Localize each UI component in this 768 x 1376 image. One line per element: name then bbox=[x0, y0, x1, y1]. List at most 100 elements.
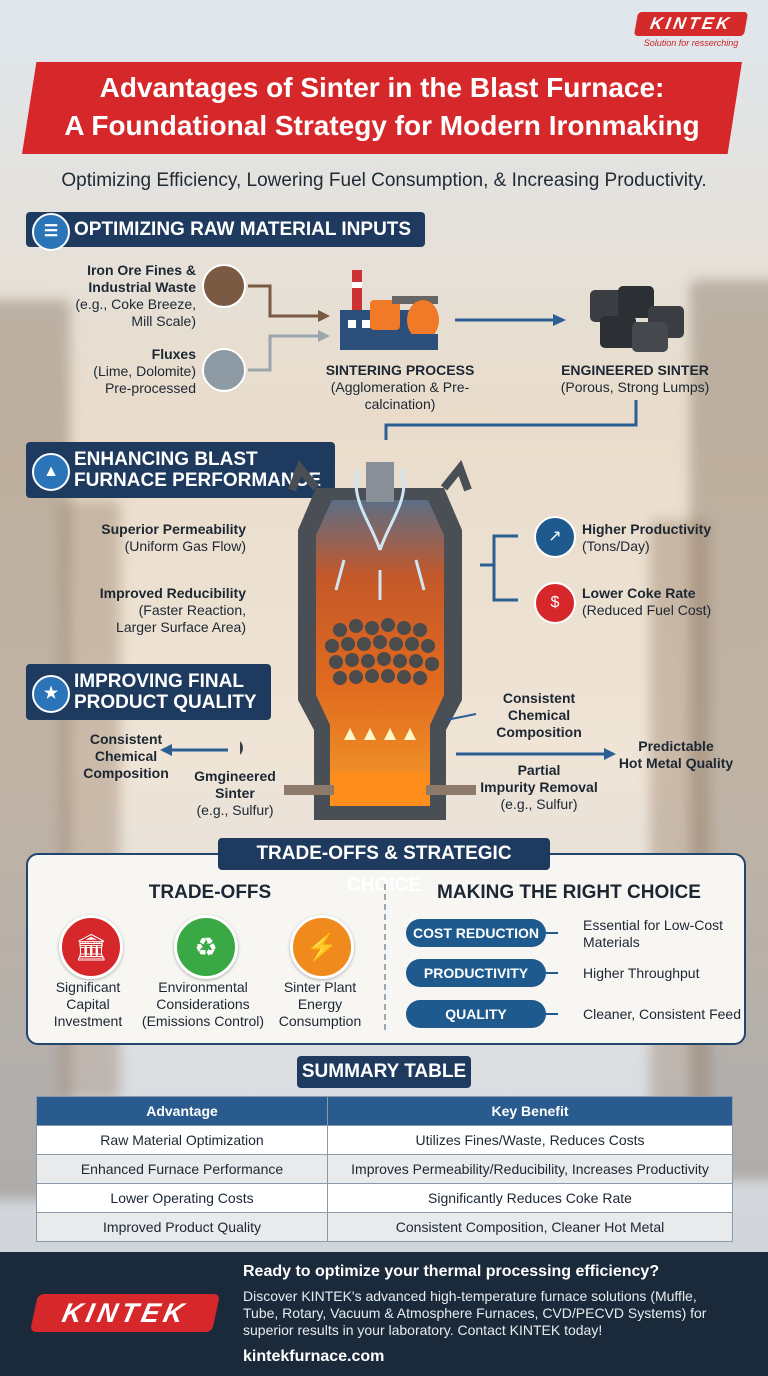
footer-kintek-logo: KINTEK bbox=[29, 1294, 221, 1332]
flux-arrow bbox=[248, 334, 318, 372]
engineered-sinter-detail: (Porous, Strong Lumps) bbox=[560, 379, 710, 395]
ore-pile-icon bbox=[202, 264, 246, 308]
table-cell: Improves Permeability/Reducibility, Incr… bbox=[327, 1154, 733, 1184]
furnace-top-pipe bbox=[366, 462, 394, 502]
tradeoff-environment: Environmental Considerations (Emissions … bbox=[138, 979, 268, 1030]
engineered-sinter-label: ENGINEERED SINTER (Porous, Strong Lumps) bbox=[540, 362, 730, 396]
footer-headline: Ready to optimize your thermal processin… bbox=[243, 1263, 660, 1280]
right-choice-title: MAKING THE RIGHT CHOICE bbox=[437, 882, 701, 903]
section-furnace-title-1: ENHANCING BLAST bbox=[74, 449, 258, 470]
furnace-icon: ▲ bbox=[32, 453, 70, 491]
impurity-3: (e.g., Sulfur) bbox=[500, 796, 578, 812]
bank-icon: 🏛 bbox=[59, 915, 123, 979]
left-composition-label: Consistent Chemical Composition bbox=[66, 731, 186, 782]
impurity-1: Partial bbox=[517, 762, 561, 778]
engineered-sinter-title: ENGINEERED SINTER bbox=[561, 362, 709, 378]
lightning-icon: ⚡ bbox=[290, 915, 354, 979]
choice-cost-desc: Essential for Low-Cost Materials bbox=[583, 917, 743, 951]
productivity-title: Higher Productivity bbox=[582, 521, 712, 537]
tradeoff-env-3: (Emissions Control) bbox=[141, 1013, 265, 1029]
summary-table: Advantage Key Benefit Raw Material Optim… bbox=[36, 1096, 733, 1242]
footer-website-link[interactable]: kintekfurnace.com bbox=[243, 1348, 385, 1365]
choice-cost-reduction: COST REDUCTION bbox=[406, 919, 558, 947]
blast-furnace-diagram bbox=[240, 459, 476, 820]
choice-quality: QUALITY bbox=[406, 1000, 558, 1028]
subtitle: Optimizing Efficiency, Lowering Fuel Con… bbox=[61, 170, 707, 191]
table-cell: Consistent Composition, Cleaner Hot Meta… bbox=[327, 1212, 733, 1242]
footer-body-2: Tube, Rotary, Vacuum & Atmosphere Furnac… bbox=[243, 1305, 707, 1321]
tradeoff-energy-3: Consumption bbox=[278, 1013, 362, 1029]
section-product-quality-header: ★ IMPROVING FINAL PRODUCT QUALITY bbox=[26, 664, 271, 720]
permeability-detail: (Uniform Gas Flow) bbox=[124, 538, 246, 554]
choice-cost-desc-1: Essential for Low-Cost bbox=[583, 917, 724, 933]
sinter-lump bbox=[240, 741, 243, 755]
gas-flow-arrows bbox=[334, 469, 426, 600]
input-ore-detail-2: Mill Scale) bbox=[131, 313, 196, 329]
choice-quality-desc: Cleaner, Consistent Feed bbox=[583, 1006, 741, 1022]
left-comp-3: Composition bbox=[83, 765, 169, 781]
tradeoff-energy-2: Energy bbox=[297, 996, 343, 1012]
tradeoff-capital-1: Significant bbox=[55, 979, 121, 995]
title-banner: Advantages of Sinter in the Blast Furnac… bbox=[22, 62, 742, 154]
right-comp-1: Consistent bbox=[502, 690, 576, 706]
tradeoffs-panel bbox=[26, 853, 746, 1045]
money-bag-icon: $ bbox=[534, 582, 576, 624]
choice-cost-desc-2: Materials bbox=[583, 934, 640, 950]
table-row: Lower Operating Costs Significantly Redu… bbox=[36, 1183, 733, 1213]
ore-arrow bbox=[248, 284, 318, 318]
input-fluxes-title: Fluxes bbox=[151, 346, 196, 362]
summary-heading: SUMMARY TABLE bbox=[297, 1056, 471, 1088]
kintek-logo: KINTEK Solution for resserching bbox=[633, 12, 749, 48]
table-cell: Lower Operating Costs bbox=[36, 1183, 328, 1213]
tuyere-left bbox=[284, 785, 334, 795]
tradeoff-env-2: Considerations bbox=[156, 996, 250, 1012]
tradeoffs-heading: TRADE-OFFS & STRATEGIC CHOICE bbox=[218, 838, 550, 896]
section-furnace-performance-header: ▲ ENHANCING BLAST FURNACE PERFORMANCE bbox=[26, 442, 335, 498]
table-row: Enhanced Furnace Performance Improves Pe… bbox=[36, 1154, 733, 1184]
sintering-process-label: SINTERING PROCESS (Agglomeration & Pre-c… bbox=[300, 362, 500, 413]
input-fluxes-detail-2: Pre-processed bbox=[104, 380, 196, 396]
coke-rate-detail: (Reduced Fuel Cost) bbox=[582, 602, 712, 618]
input-fluxes-detail-1: (Lime, Dolomite) bbox=[93, 363, 196, 379]
choice-productivity: PRODUCTIVITY bbox=[406, 959, 558, 987]
furnace-interior bbox=[316, 500, 444, 806]
sintering-process-detail: (Agglomeration & Pre-calcination) bbox=[330, 379, 470, 412]
chart-up-icon: ↗ bbox=[534, 516, 576, 558]
tradeoff-energy-1: Sinter Plant bbox=[283, 979, 357, 995]
sinter-note-2: Sinter bbox=[215, 785, 255, 801]
table-cell: Raw Material Optimization bbox=[36, 1125, 328, 1155]
hot-metal-pool bbox=[332, 772, 430, 806]
sintering-plant-icon bbox=[340, 270, 439, 350]
coke-rate-title: Lower Coke Rate bbox=[582, 585, 696, 601]
hot-metal-label: Predictable Hot Metal Quality bbox=[610, 738, 742, 772]
database-icon: ☰ bbox=[32, 212, 70, 251]
input-ore-title-1: Iron Ore Fines & bbox=[87, 262, 196, 278]
footer-body: Discover KINTEK's advanced high-temperat… bbox=[243, 1288, 753, 1339]
reducibility-title: Improved Reducibility bbox=[99, 585, 246, 601]
left-comp-2: Chemical bbox=[94, 748, 158, 764]
productivity-label: Higher Productivity (Tons/Day) bbox=[582, 521, 752, 555]
table-header-row: Advantage Key Benefit bbox=[36, 1096, 733, 1126]
productivity-detail: (Tons/Day) bbox=[582, 538, 650, 554]
raw-material-flow-diagram bbox=[248, 270, 684, 440]
table-row: Improved Product Quality Consistent Comp… bbox=[36, 1212, 733, 1242]
recycle-icon: ♻ bbox=[174, 915, 238, 979]
title-line-2: A Foundational Strategy for Modern Ironm… bbox=[64, 110, 700, 141]
composition-left-arrow bbox=[160, 744, 228, 756]
table-row: Raw Material Optimization Utilizes Fines… bbox=[36, 1125, 733, 1155]
impurity-2: Impurity Removal bbox=[480, 779, 598, 795]
flux-pile-icon bbox=[202, 348, 246, 392]
tradeoff-capital-2: Capital bbox=[66, 996, 110, 1012]
table-cell: Utilizes Fines/Waste, Reduces Costs bbox=[327, 1125, 733, 1155]
section-raw-materials-header: ☰ OPTIMIZING RAW MATERIAL INPUTS bbox=[26, 212, 426, 251]
section-quality-title-2: PRODUCT QUALITY bbox=[74, 692, 257, 713]
sinter-note-label: Gmgineered Sinter (e.g., Sulfur) bbox=[180, 768, 290, 819]
heat-arrows bbox=[344, 728, 416, 740]
input-ore-detail-1: (e.g., Coke Breeze, bbox=[75, 296, 196, 312]
hand-quality-icon: ★ bbox=[32, 675, 70, 713]
left-comp-1: Consistent bbox=[89, 731, 163, 747]
sinter-to-furnace-arrow bbox=[384, 400, 638, 440]
sinter-lumps-icon bbox=[590, 286, 684, 352]
tuyere-right bbox=[426, 785, 476, 795]
footer-body-3: superior results in your laboratory. Con… bbox=[243, 1322, 603, 1338]
